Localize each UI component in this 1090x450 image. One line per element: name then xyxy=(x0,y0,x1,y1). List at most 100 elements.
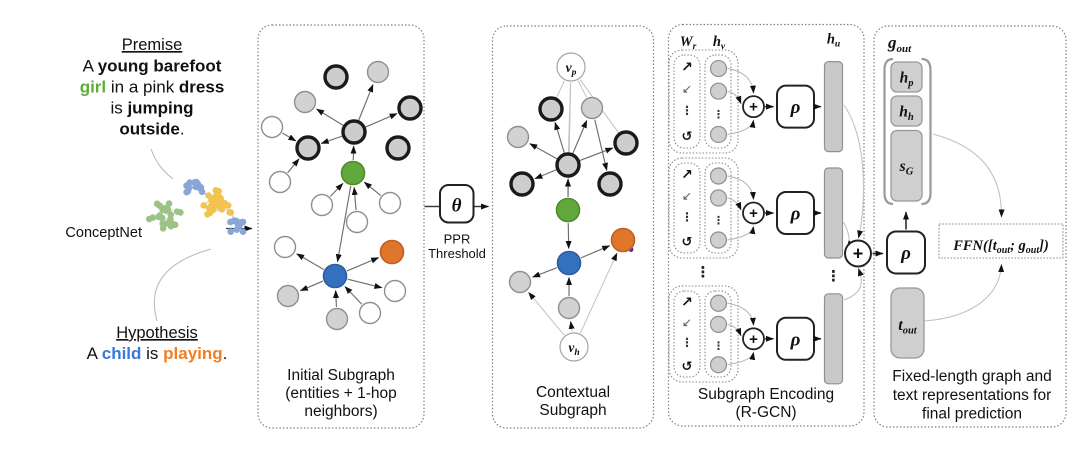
contextual-subgraph-node-gray xyxy=(508,270,532,294)
relation-arrow-icon: ↗ xyxy=(681,294,693,310)
contextual-subgraph-node-grayThick xyxy=(509,171,535,197)
sum-curve xyxy=(727,197,742,211)
premise-line-3: is jumping xyxy=(110,99,193,118)
contextual-subgraph-node-gray xyxy=(580,96,604,120)
ppr-caption-1: PPR xyxy=(444,232,471,247)
panel1-caption-2: (entities + 1-hop xyxy=(285,385,397,402)
panel3-caption-1: Subgraph Encoding xyxy=(698,386,834,403)
conceptnet-dot xyxy=(215,187,223,195)
hv-node xyxy=(709,82,728,100)
initial-subgraph-node-orange xyxy=(379,239,405,265)
contextual-subgraph-edge xyxy=(529,143,558,160)
initial-subgraph-node-green xyxy=(340,160,366,186)
contextual-subgraph-node-grayThick xyxy=(613,130,639,156)
relation-arrow-icon: ↙ xyxy=(682,316,692,330)
theta-box xyxy=(439,184,475,224)
wr-column xyxy=(673,290,701,378)
contextual-subgraph-edge xyxy=(534,169,557,180)
hp-label: hp xyxy=(900,70,914,90)
initial-subgraph-node-white xyxy=(273,235,297,259)
initial-subgraph-node-grayThick xyxy=(295,135,321,161)
initial-subgraph-edge xyxy=(344,286,363,305)
sum-circle xyxy=(742,201,765,225)
panel3-caption-2: (R-GCN) xyxy=(735,404,796,421)
hu-ellipsis: ⋮ xyxy=(826,267,841,285)
wr-column xyxy=(673,54,701,149)
sum-curve xyxy=(727,323,742,337)
contextual-subgraph-node-gray xyxy=(506,125,530,149)
plus-sign: + xyxy=(749,331,758,348)
initial-subgraph-edge xyxy=(320,135,343,144)
hypothesis-heading: Hypothesis xyxy=(116,324,198,342)
conceptnet-dot xyxy=(184,187,192,195)
panel1-caption-3: neighbors) xyxy=(304,403,377,420)
conceptnet-label: ConceptNet xyxy=(65,225,142,241)
initial-subgraph-node-gray xyxy=(293,90,317,114)
plus-sign: + xyxy=(749,205,758,222)
conceptnet-dot xyxy=(239,228,247,235)
initial-subgraph-edge xyxy=(316,108,344,126)
hv-node xyxy=(709,315,728,333)
gout-to-ffn-curve xyxy=(932,133,1005,218)
ffn-label: FFN([tout; gout]) xyxy=(952,238,1049,256)
ffn-box xyxy=(938,223,1064,259)
conceptnet-dot xyxy=(198,188,206,196)
sg-box xyxy=(890,129,923,202)
contextual-subgraph-node-labelWhite xyxy=(559,332,589,362)
sum-circle xyxy=(742,95,765,119)
premise-line-4: outside. xyxy=(119,120,184,139)
sum-curve xyxy=(727,351,756,366)
sum-curve xyxy=(727,302,756,326)
hv-ellipsis: ⋮ xyxy=(713,108,724,121)
gout-right-bracket xyxy=(921,57,932,206)
initial-subgraph-node-white xyxy=(260,115,284,139)
hv-ellipsis: ⋮ xyxy=(713,340,724,353)
sum-circle xyxy=(742,327,765,351)
hu-label: hu xyxy=(827,32,840,50)
conceptnet-dot xyxy=(205,192,212,199)
contextual-subgraph-node-blue xyxy=(556,250,582,276)
initial-subgraph-node-grayThick xyxy=(323,64,349,90)
initial-subgraph-panel xyxy=(257,24,425,429)
initial-subgraph-node-white xyxy=(378,191,402,215)
panel4-caption-2: text representations for xyxy=(893,387,1052,404)
contextual-subgraph-edge xyxy=(554,121,565,154)
conceptnet-dot xyxy=(168,221,175,228)
hv-node xyxy=(709,356,728,374)
hv-column xyxy=(704,54,732,149)
self-loop-icon: ↺ xyxy=(682,235,693,250)
premise-heading: Premise xyxy=(122,36,183,54)
initial-subgraph-node-gray xyxy=(276,284,300,308)
initial-subgraph-edge xyxy=(358,84,374,121)
initial-subgraph-node-white xyxy=(345,210,369,234)
initial-subgraph-edge xyxy=(346,257,380,272)
conceptnet-dot xyxy=(165,200,173,207)
contextual-subgraph-edge xyxy=(572,119,588,154)
pool-rho-box xyxy=(886,230,926,275)
conceptnet-dot xyxy=(212,201,220,209)
relation-block-outline xyxy=(668,49,739,154)
hv-ellipsis: ⋮ xyxy=(713,214,724,227)
hu-bar xyxy=(823,293,844,385)
contextual-subgraph-node-green xyxy=(555,197,581,223)
relation-ellipsis: ⋮ xyxy=(681,210,693,224)
relation-ellipsis: ⋮ xyxy=(681,336,693,350)
panel4-caption-1: Fixed-length graph and xyxy=(892,368,1051,385)
hv-column xyxy=(704,162,732,254)
hypothesis-line: A child is playing. xyxy=(87,344,228,363)
theta-symbol: θ xyxy=(452,196,462,217)
sum-curve xyxy=(727,226,756,241)
relation-arrow-icon: ↙ xyxy=(682,189,692,203)
initial-subgraph-node-grayThick xyxy=(385,135,411,161)
wr-label: Wr xyxy=(680,34,697,52)
contextual-subgraph-edge xyxy=(555,80,565,98)
premise-line-1: A young barefoot xyxy=(83,57,222,76)
row-ellipsis: ⋮ xyxy=(696,263,711,281)
wr-column xyxy=(673,162,701,254)
initial-subgraph-edge xyxy=(335,185,352,263)
contextual-subgraph-node-labelWhite xyxy=(556,52,586,82)
contextual-subgraph-node-gray xyxy=(557,296,581,320)
initial-subgraph-edge xyxy=(363,181,382,196)
